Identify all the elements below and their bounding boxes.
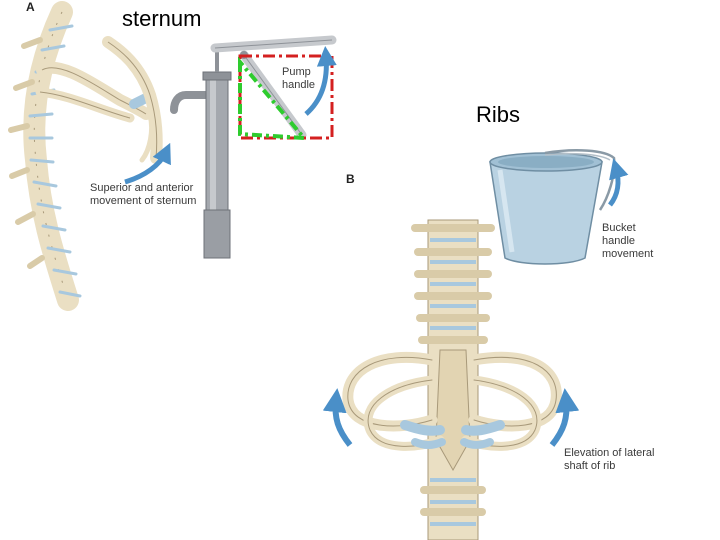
- sternum-lateral: [102, 36, 163, 164]
- rib-elevation-caption: Elevation of lateral shaft of rib: [564, 447, 655, 473]
- sternum-caption-line1: Superior and anterior: [90, 182, 194, 194]
- pump-handle-label: Pump handle: [282, 66, 315, 92]
- sternum-movement-caption: Superior and anterior movement of sternu…: [90, 182, 196, 208]
- rib-elevation-arrow-left: [322, 388, 353, 447]
- rib-elevation-arrow-right: [549, 388, 580, 447]
- bucket-handle-arrow: [607, 158, 629, 207]
- bucket-label-line1: Bucket: [602, 222, 636, 234]
- spine-lateral: [8, 1, 82, 311]
- rib-lateral: [35, 61, 155, 123]
- panel-b-letter: B: [346, 172, 355, 186]
- pump-green-triangle: [238, 56, 309, 141]
- pump-handle-label-line2: handle: [282, 79, 316, 91]
- pump-handle-arrow: [304, 46, 337, 116]
- sternum-movement-arrow: [124, 142, 171, 185]
- panel-a-letter: A: [26, 0, 35, 14]
- sternum-title: sternum: [122, 6, 202, 31]
- bucket: [489, 149, 616, 265]
- ribs-title: Ribs: [476, 102, 521, 127]
- pump-handle-label-line1: Pump: [282, 66, 311, 78]
- bucket-handle-label: Bucket handle movement: [602, 222, 653, 261]
- rib-caption-line2: shaft of rib: [564, 460, 616, 472]
- sternum-caption-line2: movement of sternum: [90, 195, 197, 207]
- bucket-label-line2: handle: [602, 235, 636, 247]
- bucket-label-line3: movement: [602, 248, 654, 260]
- water-pump: [170, 35, 337, 259]
- rib-caption-line1: Elevation of lateral: [564, 447, 655, 459]
